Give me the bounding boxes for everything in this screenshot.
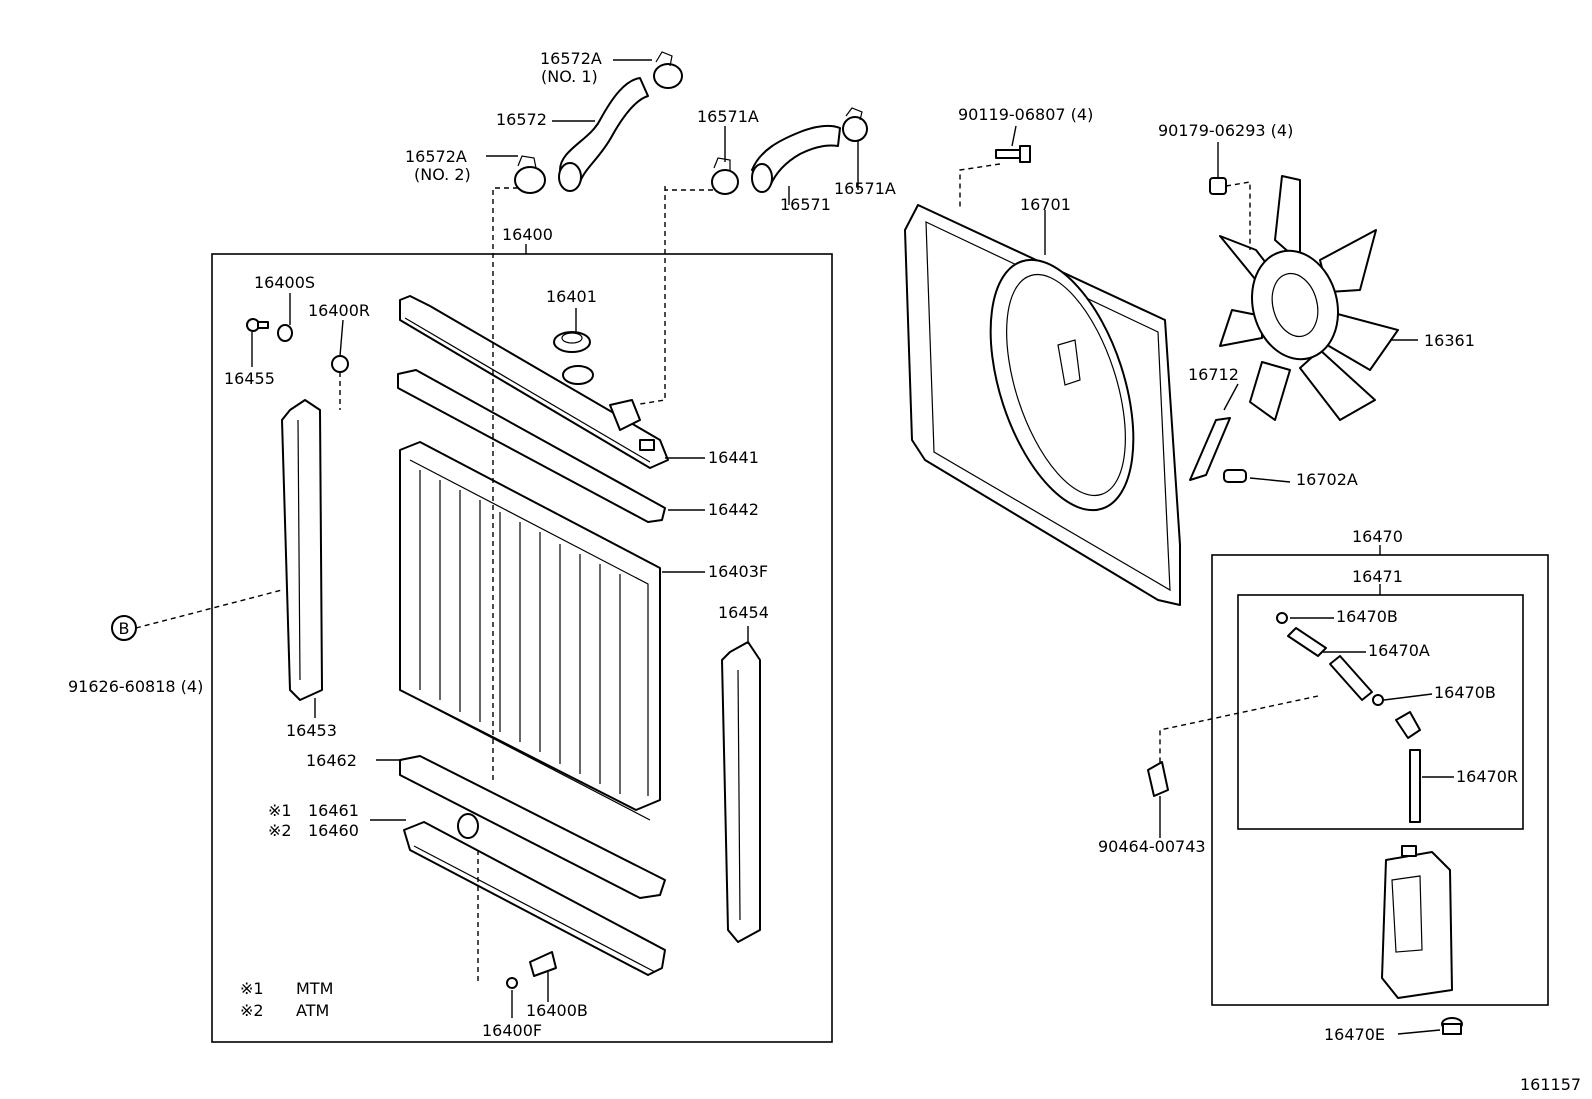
label-16572A-no2: 16572A	[405, 147, 467, 166]
label-91626-60818: 91626-60818 (4)	[68, 677, 203, 696]
label-16712: 16712	[1188, 365, 1239, 384]
label-16571: 16571	[780, 195, 831, 214]
reservoir-hose-sub-box	[1237, 594, 1524, 830]
drain-plug-icon	[529, 951, 557, 977]
label-16441: 16441	[708, 448, 759, 467]
label-16572A-no2-note: (NO. 2)	[414, 165, 471, 184]
shroud-bolt-icon	[995, 145, 1031, 163]
label-16470: 16470	[1352, 527, 1403, 546]
label-16470A: 16470A	[1368, 641, 1430, 660]
reservoir-clip-top-icon	[1276, 612, 1288, 624]
label-16470B-top: 16470B	[1336, 607, 1398, 626]
label-16460: 16460	[308, 821, 359, 840]
label-16470E: 16470E	[1324, 1025, 1385, 1044]
radiator-assembly-box	[211, 253, 833, 1043]
label-16571A-right: 16571A	[834, 179, 896, 198]
label-16470R: 16470R	[1456, 767, 1518, 786]
legend-text-2: ATM	[296, 1001, 329, 1020]
radiator-side-support-right	[721, 641, 761, 943]
hose-clamp-lower-right-icon	[842, 107, 868, 142]
grommet-16400S-icon	[277, 324, 293, 342]
radiator-side-support-left	[281, 399, 323, 701]
reservoir-hose-a	[1287, 627, 1327, 657]
diagram-id: 161157	[1520, 1075, 1581, 1094]
radiator-upper-tank	[399, 295, 669, 469]
shroud-clip-icon	[1223, 469, 1247, 483]
label-90464-00743: 90464-00743	[1098, 837, 1206, 856]
bolt-16455-icon	[246, 318, 269, 332]
reservoir-bracket-icon	[1147, 761, 1169, 797]
radiator-cap-icon	[553, 331, 591, 353]
label-90119-06807: 90119-06807 (4)	[958, 105, 1093, 124]
radiator-core	[399, 441, 661, 821]
label-16455: 16455	[224, 369, 275, 388]
label-16400F: 16400F	[482, 1021, 542, 1040]
legend-mark-2: ※2	[240, 1001, 264, 1020]
hose-clamp-no2-icon	[514, 155, 546, 194]
upper-radiator-hose	[558, 77, 649, 192]
label-16400R: 16400R	[308, 301, 370, 320]
reservoir-clip-bottom-icon	[1372, 694, 1384, 706]
drain-oring-icon	[506, 977, 518, 989]
label-16361: 16361	[1424, 331, 1475, 350]
fan-shroud	[904, 204, 1181, 606]
lower-tank-gasket	[399, 755, 666, 899]
callout-b-letter: B	[119, 619, 130, 638]
fan-nut-icon	[1209, 177, 1227, 195]
mark-1: ※1	[268, 801, 292, 820]
label-16702A: 16702A	[1296, 470, 1358, 489]
reservoir-cap-16470E-icon	[1441, 1017, 1463, 1035]
mark-2: ※2	[268, 821, 292, 840]
label-16462: 16462	[306, 751, 357, 770]
reservoir-cap-icon	[1395, 711, 1421, 739]
label-16400B: 16400B	[526, 1001, 588, 1020]
legend: ※1 MTM ※2 ATM	[240, 979, 333, 1020]
legend-text-1: MTM	[296, 979, 333, 998]
hose-clamp-lower-left-icon	[711, 157, 739, 195]
label-16400S: 16400S	[254, 273, 315, 292]
label-16470B-bottom: 16470B	[1434, 683, 1496, 702]
label-16453: 16453	[286, 721, 337, 740]
label-16400: 16400	[502, 225, 553, 244]
radiator-lower-tank	[403, 813, 666, 976]
label-16442: 16442	[708, 500, 759, 519]
label-16471: 16471	[1352, 567, 1403, 586]
callout-b-icon: B	[111, 615, 137, 641]
label-16454: 16454	[718, 603, 769, 622]
cooling-fan	[1219, 175, 1399, 421]
cushion-16400R-icon	[331, 355, 349, 373]
reservoir-hose-b	[1329, 655, 1373, 701]
upper-tank-gasket	[397, 369, 666, 523]
label-16461: 16461	[308, 801, 359, 820]
coolant-reservoir-tank	[1381, 845, 1453, 999]
reservoir-pipe	[1409, 749, 1421, 823]
label-16572A-no1: 16572A	[540, 49, 602, 68]
label-16572A-no1-note: (NO. 1)	[541, 67, 598, 86]
lower-radiator-hose	[751, 124, 841, 193]
legend-mark-1: ※1	[240, 979, 264, 998]
hose-clamp-no1-icon	[653, 51, 683, 89]
label-16401: 16401	[546, 287, 597, 306]
shroud-seal-strip	[1189, 417, 1231, 481]
label-16701: 16701	[1020, 195, 1071, 214]
label-16571A-top: 16571A	[697, 107, 759, 126]
label-90179-06293: 90179-06293 (4)	[1158, 121, 1293, 140]
label-16403F: 16403F	[708, 562, 768, 581]
label-16572: 16572	[496, 110, 547, 129]
